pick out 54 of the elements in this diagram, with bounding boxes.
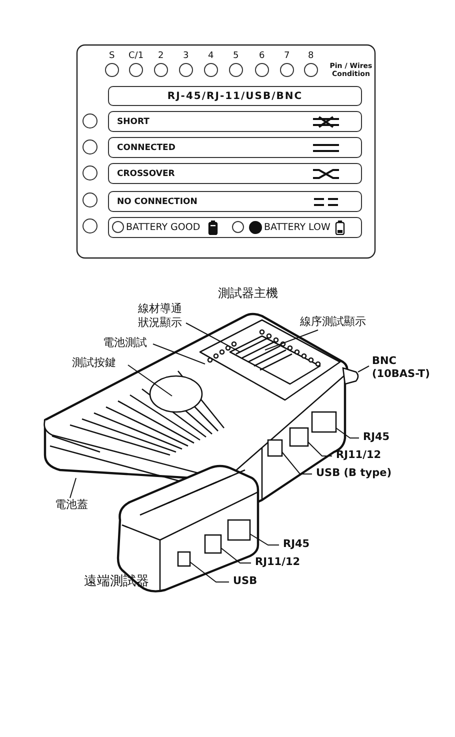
pin-number: 2 <box>158 52 164 61</box>
leader-line <box>128 364 172 396</box>
rj45-port <box>311 411 337 433</box>
pin-number: 5 <box>233 52 239 61</box>
callout-label: RJ11/12 <box>255 556 300 569</box>
leader-line <box>152 344 206 364</box>
leader-line <box>336 428 360 438</box>
caption-text: 測試器主機 <box>218 286 278 301</box>
callout-label: 電池測試 <box>103 336 147 350</box>
connector-types-text: RJ-45/RJ-11/USB/BNC <box>166 92 304 102</box>
status-text: SHORT <box>117 118 150 126</box>
leader-line <box>186 322 240 352</box>
leader-line <box>358 366 370 372</box>
leader-line <box>308 442 332 456</box>
callout-label: 線序測試顯示 <box>300 315 366 329</box>
rj11-port <box>289 427 309 447</box>
status-row <box>108 137 362 158</box>
status-row <box>108 163 362 184</box>
rj11-port <box>204 534 222 554</box>
status-text: BATTERY GOOD <box>126 223 200 232</box>
status-row <box>108 111 362 132</box>
callout-label: USB <box>233 575 258 588</box>
callout-label: USB (B type) <box>316 467 392 480</box>
status-text: CONNECTED <box>117 144 176 152</box>
usb-port <box>267 439 283 457</box>
callout-label: 測試按鍵 <box>72 356 116 370</box>
pin-number: 8 <box>308 52 314 61</box>
pin-number: 3 <box>183 52 189 61</box>
status-text: BATTERY LOW <box>264 223 330 232</box>
leader-line <box>282 452 312 474</box>
leader-line <box>264 330 318 350</box>
leader-line <box>250 534 280 546</box>
pin-number: C/1 <box>128 52 144 61</box>
pin-number: S <box>109 52 115 61</box>
status-row <box>108 217 362 238</box>
status-text: CROSSOVER <box>117 170 175 178</box>
callout-label: 線材導通狀況顯示 <box>138 302 190 330</box>
usb-port <box>177 551 191 567</box>
pin-number: 7 <box>284 52 290 61</box>
rj45-port <box>227 519 251 541</box>
status-row <box>108 191 362 212</box>
callout-label: BNC (10BAS-T) <box>372 355 438 380</box>
callout-label: RJ11/12 <box>336 449 382 462</box>
leader-line <box>220 548 252 564</box>
callout-label: RJ45 <box>363 431 390 444</box>
callout-label: 電池蓋 <box>55 498 88 512</box>
pin-number: 6 <box>259 52 265 61</box>
leader-line <box>190 562 230 582</box>
callout-label: RJ45 <box>283 538 310 551</box>
leader-line <box>70 478 76 498</box>
header-box <box>108 86 362 106</box>
pin-number: 4 <box>208 52 214 61</box>
status-text: NO CONNECTION <box>117 198 198 206</box>
bnc-connector <box>342 367 359 385</box>
